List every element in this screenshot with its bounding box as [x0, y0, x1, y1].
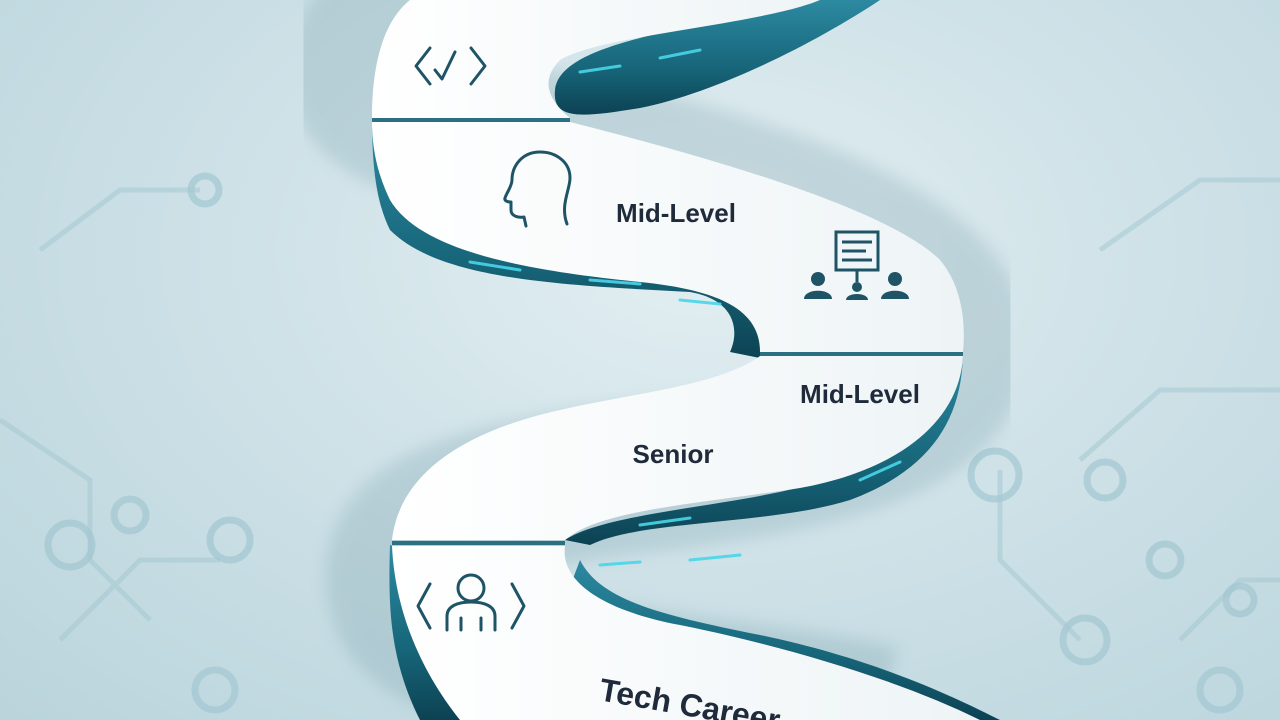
circuit-nodes: [44, 172, 1258, 714]
code-person-icon: [416, 573, 526, 632]
code-check-icon: [414, 46, 487, 86]
stage-label-1: Mid-Level: [616, 198, 736, 228]
stage-label-3: Senior: [633, 439, 714, 469]
stage-label-2: Mid-Level: [800, 379, 920, 409]
head-profile-icon: [503, 150, 572, 228]
team-presentation-icon: [804, 230, 909, 300]
segment-dividers: [372, 118, 963, 545]
